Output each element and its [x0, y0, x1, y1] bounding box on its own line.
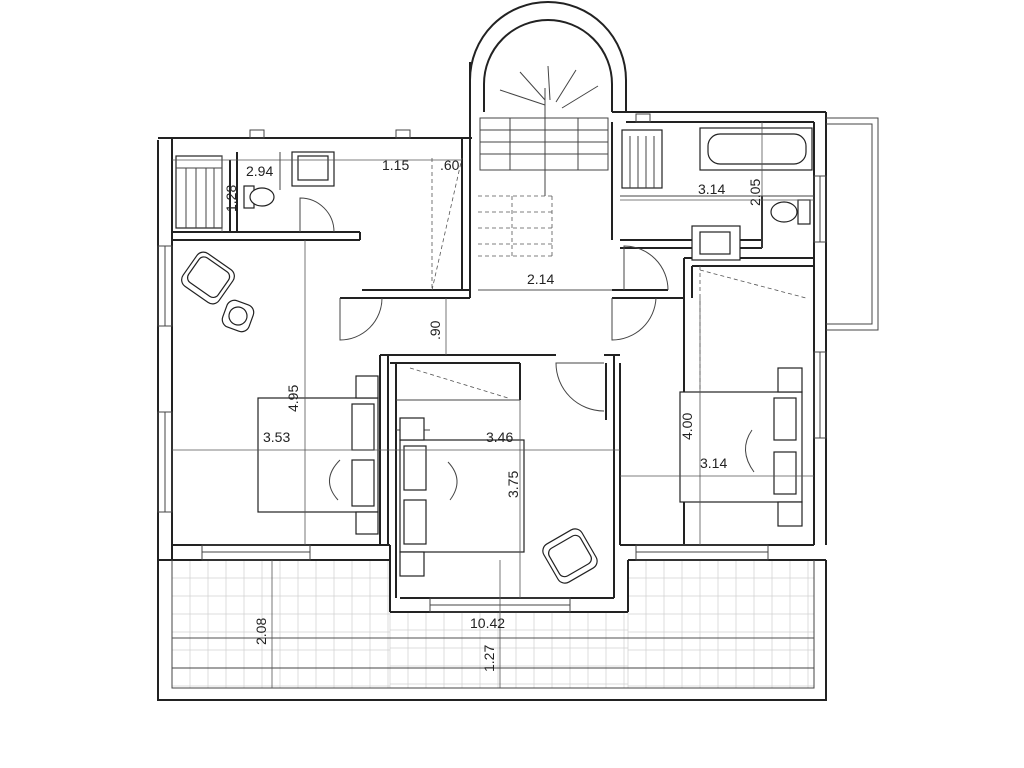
label-bath-depth: 2.05 — [747, 179, 763, 206]
dimension-lines — [172, 122, 814, 688]
windows — [157, 113, 827, 613]
label-landing-width: 2.14 — [527, 271, 554, 287]
label-terrace-width: 10.42 — [470, 615, 505, 631]
exterior-walls — [157, 1, 879, 701]
label-hall-upper: 1.15 — [382, 157, 409, 173]
label-hall-small: .60 — [440, 157, 460, 173]
label-wc-width: 2.94 — [246, 163, 273, 179]
label-terrace-inner: 1.27 — [481, 645, 497, 672]
dimension-labels: 2.94 1.28 1.15 .60 3.14 2.05 2.14 .90 4.… — [223, 157, 763, 672]
label-bed-right-depth: 4.00 — [679, 413, 695, 440]
label-bed-right-width: 3.14 — [700, 455, 727, 471]
staircase — [478, 65, 609, 257]
label-wc-depth: 1.28 — [223, 185, 239, 212]
label-bed-mid-width: 3.46 — [486, 429, 513, 445]
label-bed-left-depth: 4.95 — [285, 385, 301, 412]
label-bed-left-width: 3.53 — [263, 429, 290, 445]
label-terrace-depth: 2.08 — [253, 618, 269, 645]
label-bath-width: 3.14 — [698, 181, 725, 197]
label-bed-mid-depth: 3.75 — [505, 471, 521, 498]
label-corridor-width: .90 — [427, 320, 443, 340]
